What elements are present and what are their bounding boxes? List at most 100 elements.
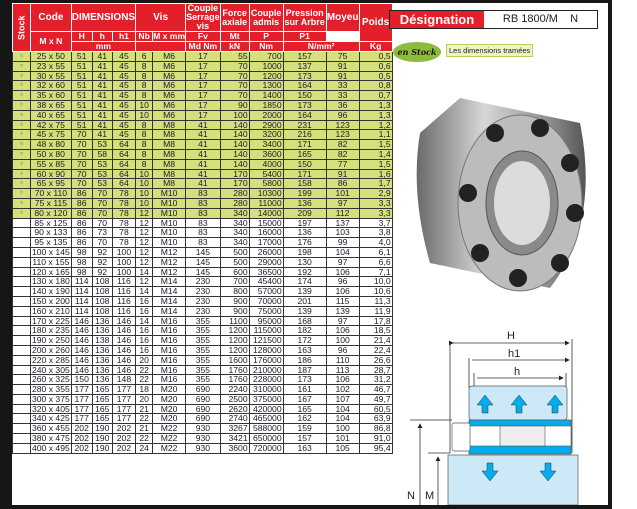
cell-h1: 177 — [111, 403, 137, 415]
cell-p1: 77 — [325, 158, 360, 170]
cell-md: 145 — [185, 246, 221, 258]
cell-p: 173 — [282, 99, 327, 111]
cell-h1: 45 — [111, 109, 137, 121]
nm-header: Nm — [248, 41, 284, 52]
cell-screw: M22 — [152, 423, 187, 435]
cell-h: 41 — [91, 109, 113, 121]
cell-screw: M16 — [152, 315, 187, 327]
cell-H: 51 — [70, 51, 93, 62]
cell-mt: 29000 — [248, 256, 284, 268]
cell-screw: M22 — [152, 433, 187, 444]
cell-p1: 97 — [325, 197, 360, 209]
stock-marker — [12, 403, 31, 415]
cell-h: 58 — [91, 148, 113, 160]
dim-H-label: H — [507, 330, 515, 342]
cell-mt: 128000 — [248, 344, 284, 356]
nmm2-header: N/mm² — [282, 41, 360, 52]
stock-marker — [12, 276, 31, 288]
cell-md: 690 — [185, 393, 221, 405]
cell-h: 70 — [91, 207, 113, 219]
cell-h: 108 — [91, 305, 113, 317]
cell-h1: 45 — [111, 70, 137, 82]
stock-marker — [12, 344, 31, 356]
nb-header: Nb — [135, 31, 154, 42]
cell-screw: M6 — [152, 80, 187, 92]
kn-header: kN — [219, 41, 250, 52]
cell-h1: 202 — [111, 442, 137, 454]
cell-p1: 101 — [325, 188, 360, 199]
cell-H: 146 — [70, 354, 93, 366]
cell-md: 230 — [185, 286, 221, 297]
cell-md: 930 — [185, 433, 221, 444]
cell-H: 86 — [70, 188, 93, 199]
catalog-sheet: Stock Code DIMENSIONS Vis Couple Serrage… — [12, 3, 608, 505]
cell-md: 17 — [185, 51, 221, 62]
cell-md: 17 — [185, 99, 221, 111]
cell-p1: 101 — [325, 433, 360, 444]
cell-h1: 116 — [111, 286, 137, 297]
cell-nb: 8 — [135, 60, 154, 72]
cell-nb: 8 — [135, 70, 154, 82]
cell-screw: M16 — [152, 335, 187, 346]
stock-marker — [12, 295, 31, 307]
cell-p: 209 — [282, 207, 327, 219]
cell-p1: 97 — [325, 315, 360, 327]
cell-mt: 1000 — [248, 60, 284, 72]
cell-mt: 1400 — [248, 90, 284, 101]
cell-fv: 3267 — [219, 423, 250, 435]
cell-screw: M6 — [152, 99, 187, 111]
cell-screw: M10 — [152, 237, 187, 248]
cell-H: 114 — [70, 295, 93, 307]
cell-code: 130 x 180 — [30, 276, 72, 288]
cell-p1: 106 — [325, 374, 360, 386]
cell-p: 174 — [282, 276, 327, 288]
cell-p: 162 — [282, 413, 327, 425]
cell-p1: 107 — [325, 393, 360, 405]
cell-p: 157 — [282, 51, 327, 62]
cell-mt: 700 — [248, 51, 284, 62]
cell-mt: 115000 — [248, 325, 284, 337]
cell-mt: 176000 — [248, 354, 284, 366]
cell-md: 17 — [185, 80, 221, 92]
cell-h1: 100 — [111, 246, 137, 258]
screw — [499, 425, 546, 447]
cell-nb: 8 — [135, 119, 154, 131]
cell-h: 190 — [91, 423, 113, 435]
cell-H: 98 — [70, 246, 93, 258]
cell-p: 164 — [282, 109, 327, 121]
cell-H: 51 — [70, 99, 93, 111]
cell-nb: 16 — [135, 344, 154, 356]
cell-h1: 202 — [111, 433, 137, 444]
cell-p: 136 — [282, 197, 327, 209]
cell-h: 53 — [91, 139, 113, 150]
cell-mt: 210000 — [248, 364, 284, 376]
cell-h: 41 — [91, 70, 113, 82]
cell-nb: 8 — [135, 80, 154, 92]
md-nm-header: Md Nm — [185, 41, 221, 52]
cell-p: 199 — [282, 188, 327, 199]
specs-table: Stock Code DIMENSIONS Vis Couple Serrage… — [12, 3, 393, 454]
cell-p: 197 — [282, 217, 327, 229]
cell-mt: 36500 — [248, 266, 284, 278]
cell-H: 202 — [70, 423, 93, 435]
cell-mt: 465000 — [248, 413, 284, 425]
cell-h: 92 — [91, 256, 113, 268]
cell-p: 176 — [282, 237, 327, 248]
cell-kg: 95,4 — [358, 442, 393, 454]
right-panel: Désignation RB 1800/M N en Stock Les dim… — [380, 3, 608, 505]
stock-marker — [12, 237, 31, 248]
cell-screw: M16 — [152, 374, 187, 386]
cell-p: 165 — [282, 148, 327, 160]
